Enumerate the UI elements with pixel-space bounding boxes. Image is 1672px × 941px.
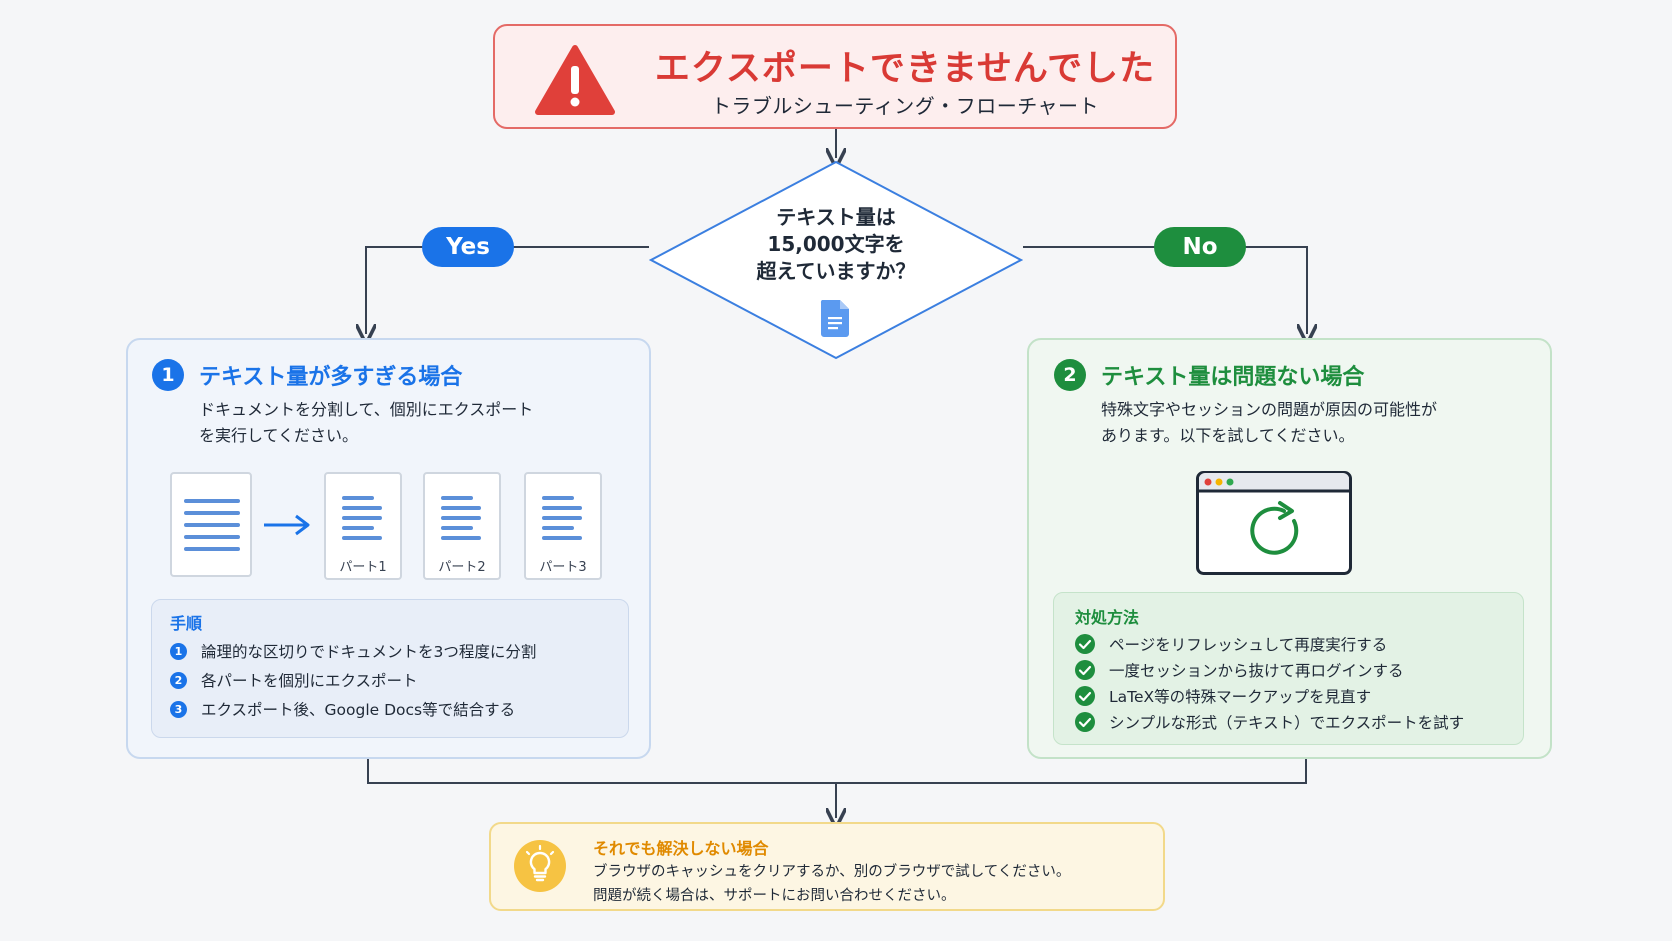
right-desc-line-1: 特殊文字やセッションの問題が原因の可能性が: [1101, 400, 1438, 419]
action-text-3: LaTeX等の特殊マークアップを見直す: [1109, 688, 1372, 706]
action-item-2: 一度セッションから抜けて再ログインする: [1075, 659, 1404, 681]
step-text-2: 各パートを個別にエクスポート: [201, 672, 418, 690]
action-item-1: ページをリフレッシュして再度実行する: [1075, 633, 1387, 655]
document-icon: [820, 300, 849, 337]
action-item-3: LaTeX等の特殊マークアップを見直す: [1075, 685, 1371, 707]
part-label-3: パート3: [539, 560, 587, 575]
action-text-2: 一度セッションから抜けて再ログインする: [1109, 662, 1404, 680]
decision-question: テキスト量は 15,000文字を 超えていますか？: [700, 204, 972, 285]
steps-heading: 手順: [170, 614, 203, 633]
panel-number-1: 1: [152, 359, 184, 391]
action-text-4: シンプルな形式（テキスト）でエクスポートを試す: [1109, 714, 1465, 732]
step-item-2: 2 各パートを個別にエクスポート: [170, 669, 418, 691]
browser-window-icon: [1196, 471, 1352, 575]
part-document-3: パート3: [524, 472, 602, 580]
left-desc-line-1: ドキュメントを分割して、個別にエクスポート: [199, 400, 534, 419]
steps-box: [151, 599, 629, 738]
lightbulb-icon: [514, 840, 566, 892]
part-document-2: パート2: [423, 472, 501, 580]
note-line-2: 問題が続く場合は、サポートにお問い合わせください。: [593, 888, 956, 904]
step-number-1: 1: [170, 642, 187, 660]
left-panel-description: ドキュメントを分割して、個別にエクスポート を実行してください。: [199, 397, 533, 449]
left-desc-line-2: を実行してください。: [199, 426, 359, 445]
check-circle-icon: [1075, 634, 1095, 654]
action-item-4: シンプルな形式（テキスト）でエクスポートを試す: [1075, 711, 1464, 733]
right-panel-description: 特殊文字やセッションの問題が原因の可能性が あります。以下を試してください。: [1101, 397, 1437, 449]
decision-line-3: 超えていますか？: [756, 259, 916, 283]
note-line-1: ブラウザのキャッシュをクリアするか、別のブラウザで試してください。: [593, 864, 1071, 880]
check-circle-icon: [1075, 686, 1095, 706]
page-subtitle: トラブルシューティング・フローチャート: [710, 94, 1100, 118]
actions-box: [1053, 592, 1524, 745]
actions-heading: 対処方法: [1075, 608, 1140, 627]
step-number-3: 3: [170, 700, 187, 718]
left-panel-title: テキスト量が多すぎる場合: [199, 365, 463, 390]
action-text-1: ページをリフレッシュして再度実行する: [1109, 636, 1388, 654]
step-text-3: エクスポート後、Google Docs等で結合する: [201, 701, 516, 719]
note-title: それでも解決しない場合: [593, 839, 769, 858]
part-document-1: パート1: [324, 472, 402, 580]
fallback-note: [489, 822, 1165, 911]
refresh-icon: [1250, 501, 1299, 555]
note-body: ブラウザのキャッシュをクリアするか、別のブラウザで試してください。 問題が続く場…: [593, 860, 1070, 905]
no-branch-label: No: [1154, 227, 1246, 267]
step-number-2: 2: [170, 671, 187, 689]
right-desc-line-2: あります。以下を試してください。: [1101, 426, 1355, 445]
arrow-right-icon: [264, 514, 310, 536]
part-label-1: パート1: [339, 560, 387, 575]
decision-diamond: [649, 160, 1023, 360]
right-panel-title: テキスト量は問題ない場合: [1101, 365, 1365, 390]
connector-merge: [367, 759, 1307, 784]
error-header: エクスポートできませんでした トラブルシューティング・フローチャート: [493, 24, 1177, 129]
check-circle-icon: [1075, 712, 1095, 732]
warning-icon: [535, 45, 615, 115]
decision-line-1: テキスト量は: [776, 205, 896, 229]
page-title: エクスポートできませんでした: [654, 49, 1156, 89]
yes-branch-label: Yes: [422, 227, 514, 267]
step-item-1: 1 論理的な区切りでドキュメントを3つ程度に分割: [170, 640, 536, 662]
step-item-3: 3 エクスポート後、Google Docs等で結合する: [170, 698, 515, 720]
check-circle-icon: [1075, 660, 1095, 680]
original-document-icon: [170, 472, 252, 577]
panel-number-2: 2: [1054, 359, 1086, 391]
step-text-1: 論理的な区切りでドキュメントを3つ程度に分割: [201, 643, 537, 661]
decision-line-2: 15,000文字を: [767, 232, 905, 256]
part-label-2: パート2: [438, 560, 486, 575]
